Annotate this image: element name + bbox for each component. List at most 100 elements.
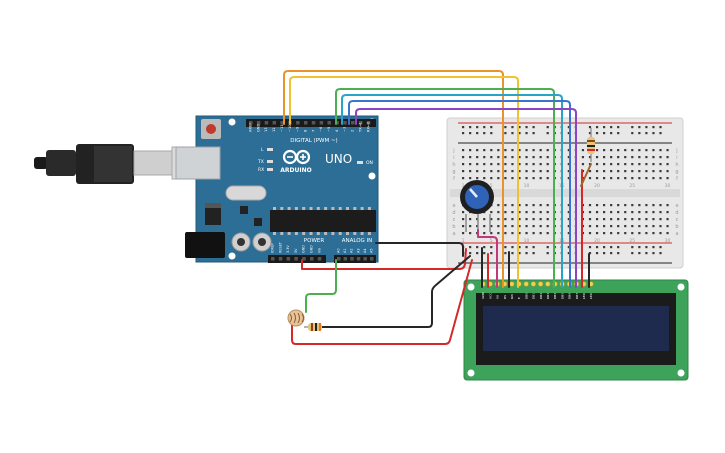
digital-pin-socket[interactable] <box>343 121 347 125</box>
wire-black-gnd <box>375 242 464 257</box>
photoresistor <box>287 309 305 327</box>
lcd-pin-label: LED <box>582 292 586 299</box>
lcd-pin-label: DB1 <box>532 293 536 299</box>
row-letter-left: e <box>452 203 455 209</box>
digital-pin-socket[interactable] <box>296 121 300 125</box>
lcd-pin-label: RS <box>503 295 507 299</box>
analog-header <box>334 255 376 263</box>
power-pin-socket[interactable] <box>310 257 314 261</box>
power-pin-label: IOREF <box>271 243 275 253</box>
row-letter-right: f <box>676 176 678 182</box>
column-number: 5 <box>490 238 493 244</box>
row-letter-left: a <box>452 231 455 237</box>
digital-pin-label: 4 <box>335 129 339 132</box>
wire-green-a0 <box>305 259 337 313</box>
digital-pin-socket[interactable] <box>366 121 371 125</box>
power-pin-label: GND <box>302 245 306 253</box>
digital-pin-socket[interactable] <box>256 121 261 125</box>
wire-green <box>335 88 555 288</box>
microcontroller-chip <box>270 210 376 232</box>
lcd-pin-label: E <box>517 297 521 299</box>
lcd-pin[interactable] <box>509 281 515 287</box>
lcd-pin-label: DB2 <box>539 293 543 299</box>
row-letter-left: j <box>452 148 454 154</box>
breadboard-resistor <box>587 128 595 162</box>
lcd-pin[interactable] <box>545 281 551 287</box>
digital-pin-socket[interactable] <box>351 121 355 125</box>
analog-pin-label: A2 <box>350 249 354 253</box>
lcd-pin-label: LED <box>589 292 593 299</box>
digital-pin-label: RX←0 <box>366 121 370 132</box>
lcd-pin[interactable] <box>523 281 529 287</box>
lcd-screen <box>483 306 669 351</box>
arduino-logo-icon <box>282 149 311 165</box>
digital-pin-socket[interactable] <box>272 121 277 125</box>
digital-pin-socket[interactable] <box>249 121 253 125</box>
analog-pin-socket[interactable] <box>370 257 374 261</box>
analog-pin-socket[interactable] <box>350 257 354 261</box>
power-pin-socket[interactable] <box>302 257 306 261</box>
digital-pin-socket[interactable] <box>280 121 284 125</box>
digital-header <box>246 119 376 127</box>
lcd-pin[interactable] <box>530 281 537 287</box>
power-pin-socket[interactable] <box>286 257 291 261</box>
digital-pin-label: ~9 <box>296 126 300 132</box>
row-letter-right: b <box>675 224 678 230</box>
analog-pin-socket[interactable] <box>363 257 367 261</box>
power-pin-socket[interactable] <box>317 257 322 261</box>
row-letter-right: g <box>675 169 678 175</box>
lcd-pin-label: VCC <box>488 293 492 299</box>
lcd-pin-label: V0 <box>496 295 500 299</box>
lcd-pin-label: DB7 <box>575 293 579 299</box>
column-number: 5 <box>490 183 493 189</box>
digital-pin-socket[interactable] <box>327 121 332 125</box>
digital-pin-socket[interactable] <box>358 121 363 125</box>
digital-pin-socket[interactable] <box>319 121 324 125</box>
wire-black-ldr <box>317 255 471 328</box>
lcd-pin-label: DB4 <box>553 293 557 299</box>
row-letter-left: f <box>453 176 455 182</box>
column-number: 20 <box>594 238 600 244</box>
power-pin-label: RESET <box>278 241 282 253</box>
digital-pin-label: ~3 <box>343 127 347 132</box>
lcd-pin-label: DB6 <box>568 293 572 299</box>
digital-pin-label: GND <box>256 124 260 132</box>
digital-pin-label: AREF <box>249 123 253 132</box>
power-jack <box>185 232 225 258</box>
digital-pin-socket[interactable] <box>303 121 308 125</box>
digital-pin-label: 8 <box>303 129 307 132</box>
row-letter-right: a <box>675 231 678 237</box>
digital-pin-socket[interactable] <box>264 121 269 125</box>
analog-pin-label: A0 <box>337 249 341 253</box>
power-pin-socket[interactable] <box>294 257 298 261</box>
row-letter-left: i <box>453 155 454 161</box>
column-number: 10 <box>524 238 530 244</box>
digital-pin-label: 13 <box>264 127 268 132</box>
digital-pin-socket[interactable] <box>311 121 316 125</box>
wire-yellow <box>289 76 519 288</box>
power-pin-label: 5V <box>294 248 298 253</box>
digital-pin-socket[interactable] <box>335 121 339 125</box>
analog-pin-label: A1 <box>343 249 347 253</box>
row-letter-right: c <box>676 217 679 223</box>
power-pin-socket[interactable] <box>271 257 275 261</box>
lcd-pin[interactable] <box>537 281 544 287</box>
lcd-pin-label: DB0 <box>524 293 528 299</box>
potentiometer[interactable] <box>460 180 494 232</box>
analog-pin-socket[interactable] <box>337 257 341 261</box>
row-letter-left: g <box>452 169 455 175</box>
analog-pin-label: A3 <box>356 249 360 253</box>
analog-pin-label: A4 <box>363 249 367 253</box>
wire-blue <box>348 100 571 288</box>
column-number: 25 <box>629 183 635 189</box>
row-letter-left: h <box>452 162 455 168</box>
analog-pin-socket[interactable] <box>343 257 348 261</box>
lcd-pin-label: GND <box>481 291 485 299</box>
power-pin-socket[interactable] <box>278 257 283 261</box>
analog-pin-socket[interactable] <box>356 257 361 261</box>
board-model: UNO <box>325 152 352 166</box>
digital-pin-label: ~10 <box>288 124 292 132</box>
